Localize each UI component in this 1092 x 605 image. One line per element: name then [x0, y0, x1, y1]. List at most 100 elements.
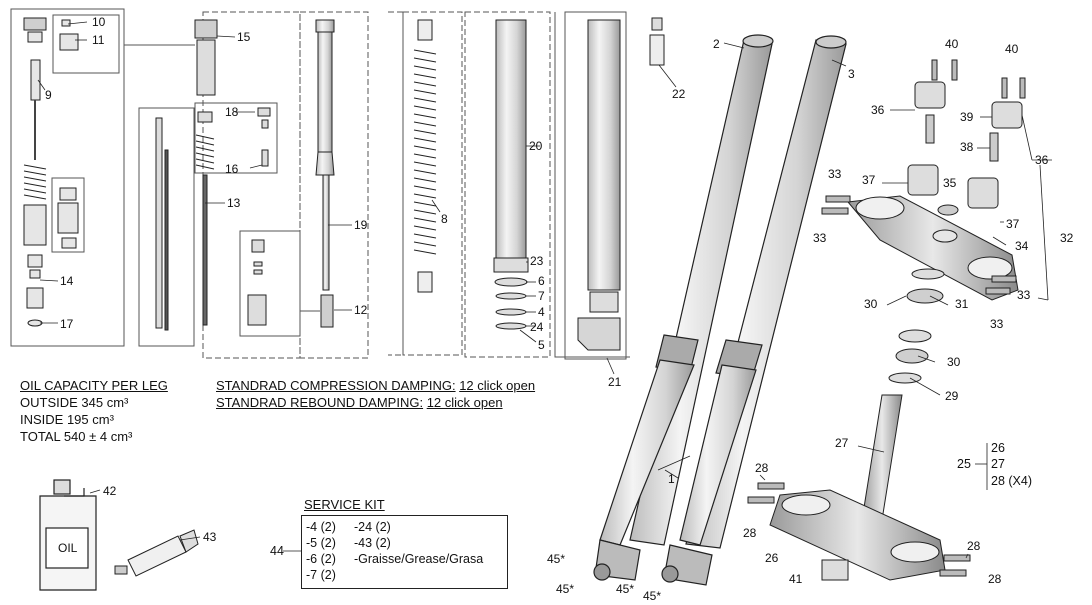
fork-leg-left: [593, 34, 774, 581]
oil-capacity-outside: OUTSIDE 345 cm³: [20, 395, 129, 410]
callout-2: 2: [713, 37, 720, 51]
callout-27: 27: [835, 436, 849, 450]
compression-damping-value: 12 click open: [459, 378, 536, 393]
inner-tube-exploded: [493, 19, 529, 330]
callout-36-b: 36: [1035, 153, 1049, 167]
callout-28-d: 28: [988, 572, 1002, 586]
callout-33-d: 33: [990, 317, 1004, 331]
callout-22: 22: [672, 87, 686, 101]
callout-34: 34: [1015, 239, 1029, 253]
callout-45-a: 45*: [547, 552, 566, 566]
callout-28-b: 28: [743, 526, 757, 540]
callout-11: 11: [92, 33, 105, 47]
group-25-item: 26: [991, 441, 1005, 455]
oil-capacity-total: TOTAL 540 ± 4 cm³: [20, 429, 133, 444]
rebound-damping-value: 12 click open: [426, 395, 503, 410]
lower-triple-clamp: [747, 394, 971, 581]
callout-28-a: 28: [755, 461, 769, 475]
callout-33-b: 33: [813, 231, 827, 245]
callout-30-b: 30: [947, 355, 961, 369]
callout-37-a: 37: [862, 173, 876, 187]
callout-31: 31: [955, 297, 969, 311]
callout-16: 16: [225, 162, 239, 176]
callout-8: 8: [441, 212, 448, 226]
callout-14: 14: [60, 274, 74, 288]
callout-28-c: 28: [967, 539, 981, 553]
callout-17: 17: [60, 317, 74, 331]
service-kit-item: -43 (2): [354, 536, 391, 550]
service-kit-box: -4 (2) -5 (2) -6 (2) -7 (2) -24 (2) -43 …: [301, 515, 508, 589]
callout-21: 21: [608, 375, 622, 389]
callout-26: 26: [765, 551, 779, 565]
callout-19: 19: [354, 218, 368, 232]
callout-40-a: 40: [945, 37, 959, 51]
damper-rods: [155, 19, 271, 331]
callout-32: 32: [1060, 231, 1074, 245]
callout-33-c: 33: [1017, 288, 1031, 302]
fork-spring: [413, 19, 437, 293]
leader-lines: [37, 21, 1052, 559]
compression-damping-label: STANDRAD COMPRESSION DAMPING:: [216, 378, 456, 393]
grease-tube-art: [114, 529, 199, 577]
callout-45-c: 45*: [616, 582, 635, 596]
callout-29: 29: [945, 389, 959, 403]
callout-42: 42: [103, 484, 117, 498]
service-kit-item: -6 (2): [306, 552, 336, 566]
callout-45-d: 45*: [643, 589, 662, 603]
rod-box: [138, 107, 195, 347]
rebound-damping-label: STANDRAD REBOUND DAMPING:: [216, 395, 424, 410]
compression-damping-line: STANDRAD COMPRESSION DAMPING: 12 click o…: [216, 377, 535, 394]
callout-5: 5: [538, 338, 545, 352]
callout-13: 13: [227, 196, 241, 210]
rebound-damping-line: STANDRAD REBOUND DAMPING: 12 click open: [216, 394, 503, 411]
callout-1: 1: [668, 472, 675, 486]
group-25-item: 27: [991, 457, 1005, 471]
callout-36-a: 36: [871, 103, 885, 117]
callout-7: 7: [538, 289, 545, 303]
callout-6: 6: [538, 274, 545, 288]
cartridge-tube: [315, 19, 335, 328]
service-kit-item: -5 (2): [306, 536, 336, 550]
callout-39: 39: [960, 110, 974, 124]
fork-leg-right: [661, 35, 847, 586]
top-triple-clamp: [821, 59, 1026, 301]
service-kit-item: -24 (2): [354, 520, 391, 534]
callout-20: 20: [529, 139, 543, 153]
callout-40-b: 40: [1005, 42, 1019, 56]
callout-37-b: 37: [1006, 217, 1020, 231]
assembly-boxes: [10, 8, 630, 360]
callout-30-a: 30: [864, 297, 878, 311]
callout-45-b: 45*: [556, 582, 575, 596]
oil-bottle-art: [39, 479, 97, 591]
left-cartridge: [23, 17, 79, 327]
oil-capacity-title: OIL CAPACITY PER LEG: [20, 378, 168, 393]
callout-23: 23: [530, 254, 544, 268]
steering-bearings: [888, 268, 945, 384]
callout-41: 41: [789, 572, 803, 586]
callout-24: 24: [530, 320, 544, 334]
callout-12: 12: [354, 303, 368, 317]
callout-43: 43: [203, 530, 217, 544]
service-kit-item: -4 (2): [306, 520, 336, 534]
callout-3: 3: [848, 67, 855, 81]
callout-9: 9: [45, 88, 52, 102]
service-kit-item: -Graisse/Grease/Grasa: [354, 552, 484, 566]
callout-10: 10: [92, 15, 106, 29]
service-kit-ref: 44: [270, 544, 284, 558]
callout-4: 4: [538, 305, 545, 319]
group-25-item: 28 (X4): [991, 474, 1032, 488]
oil-bottle-label: OIL: [58, 541, 78, 555]
service-kit-item: -7 (2): [306, 568, 336, 582]
oil-capacity-inside: INSIDE 195 cm³: [20, 412, 114, 427]
service-kit-title: SERVICE KIT: [304, 497, 385, 512]
cartridge-box-left: [10, 8, 125, 347]
callout-18: 18: [225, 105, 239, 119]
callout-33-a: 33: [828, 167, 842, 181]
callout-38: 38: [960, 140, 974, 154]
group-25-ref: 25: [957, 457, 971, 471]
callout-35: 35: [943, 176, 957, 190]
callout-15: 15: [237, 30, 251, 44]
outer-tube-exploded: [577, 17, 665, 351]
